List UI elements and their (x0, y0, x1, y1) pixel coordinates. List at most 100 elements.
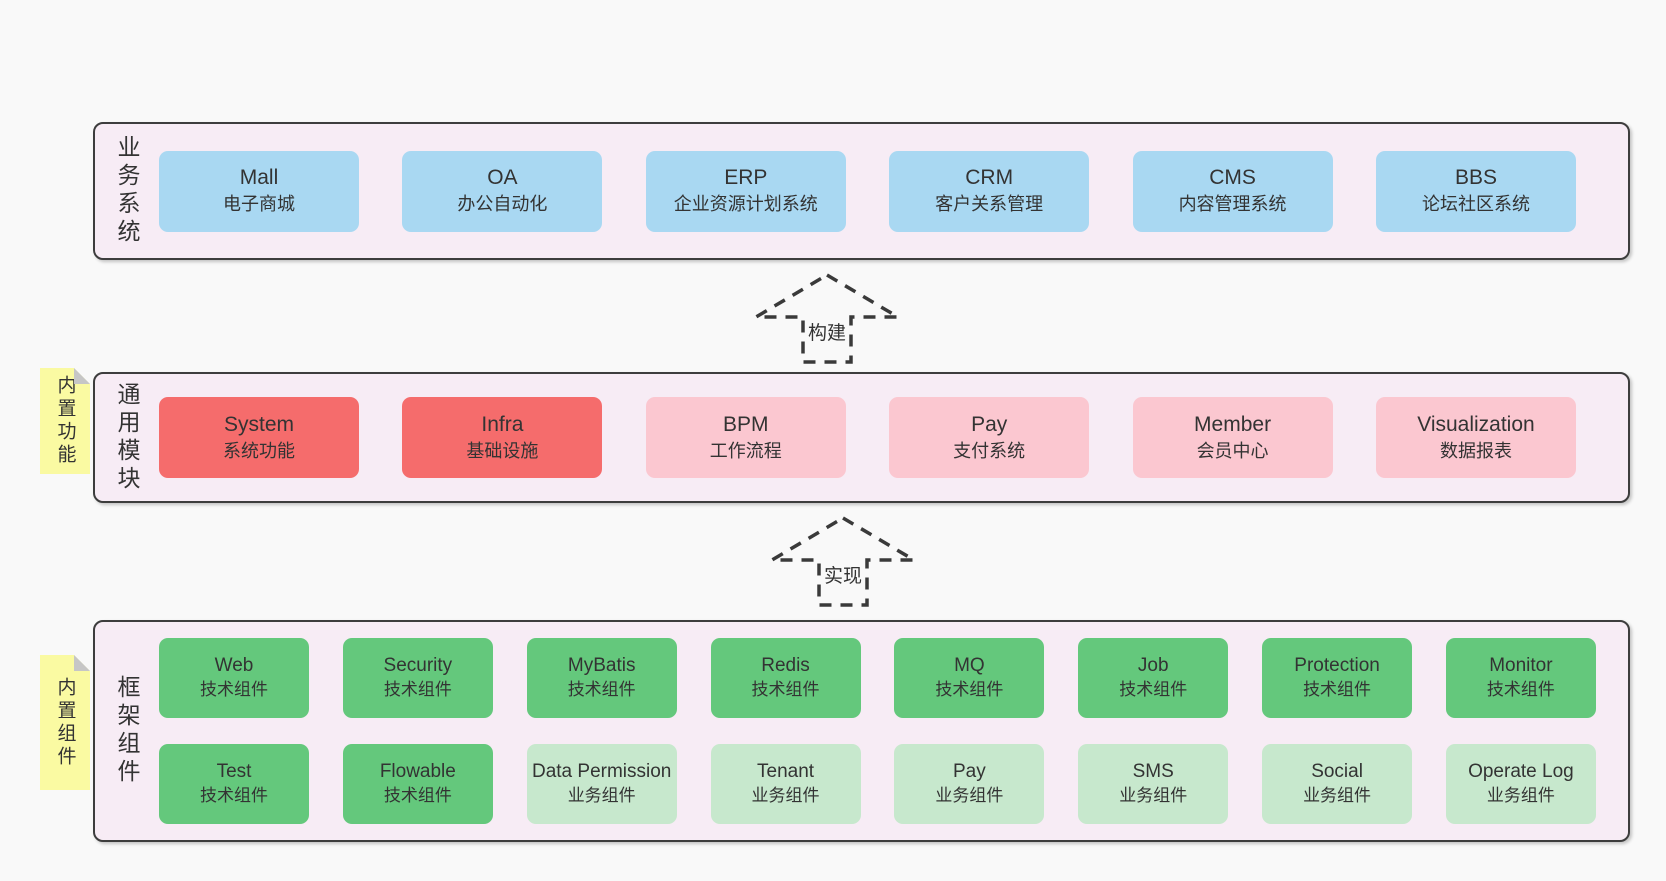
box-en-label: Visualization (1417, 412, 1535, 436)
box-member: Member 会员中心 (1132, 397, 1333, 478)
box-zh-label: 技术组件 (935, 680, 1004, 699)
implement-arrow: 实现 (765, 515, 921, 614)
box-system: System 系统功能 (159, 397, 359, 478)
box-en-label: Test (216, 761, 252, 782)
box-zh-label: 技术组件 (383, 786, 452, 805)
box-en-label: CRM (965, 166, 1014, 189)
box-zh-label: 企业资源计划系统 (673, 194, 818, 214)
box-en-label: BBS (1454, 166, 1497, 189)
box-en-label: Operate Log (1468, 761, 1574, 782)
box-en-label: Social (1311, 761, 1363, 782)
box-zh-label: 技术组件 (1486, 680, 1555, 699)
box-redis: Redis 技术组件 (710, 638, 861, 718)
box-web: Web 技术组件 (159, 638, 309, 718)
box-data-permission: Data Permission 业务组件 (526, 744, 677, 824)
box-erp: ERP 企业资源计划系统 (645, 150, 846, 232)
business-systems-panel: 业务系统 Mall 电子商城 OA 办公自动化 ERP 企业资源计划系统 CRM… (93, 122, 1630, 260)
panel-title: 通用模块 (114, 381, 140, 494)
box-operate-log: Operate Log 业务组件 (1445, 744, 1596, 824)
box-zh-label: 基础设施 (466, 440, 539, 461)
box-crm: CRM 客户关系管理 (889, 150, 1090, 232)
box-zh-label: 技术组件 (200, 786, 268, 805)
box-zh-label: 工作流程 (709, 440, 782, 461)
common-modules-row: System 系统功能 Infra 基础设施 BPM 工作流程 Pay 支付系统… (159, 374, 1628, 501)
note-label: 内置组件 (54, 676, 76, 769)
box-en-label: Web (214, 655, 254, 676)
box-zh-label: 技术组件 (383, 680, 452, 699)
box-test: Test 技术组件 (159, 744, 309, 824)
box-en-label: Data Permission (531, 761, 672, 782)
box-zh-label: 业务组件 (1303, 786, 1372, 805)
common-modules-panel: 通用模块 System 系统功能 Infra 基础设施 BPM 工作流程 Pay… (93, 372, 1630, 503)
up-arrow-icon: 实现 (765, 515, 921, 607)
box-zh-label: 业务组件 (567, 786, 636, 805)
folded-corner-icon (74, 368, 90, 384)
builtin-functions-note: 内置功能 (40, 368, 90, 474)
box-mall: Mall 电子商城 (159, 150, 359, 232)
box-mq: MQ 技术组件 (894, 638, 1045, 718)
box-cms: CMS 内容管理系统 (1132, 150, 1333, 232)
box-en-label: Member (1194, 412, 1272, 436)
box-zh-label: 论坛社区系统 (1421, 194, 1530, 214)
box-visualization: Visualization 数据报表 (1375, 397, 1576, 478)
box-en-label: Job (1137, 655, 1169, 676)
box-en-label: MQ (954, 655, 985, 676)
box-zh-label: 电子商城 (223, 194, 295, 214)
box-en-label: Pay (953, 761, 986, 782)
box-en-label: System (223, 412, 294, 436)
box-sms: SMS 业务组件 (1078, 744, 1229, 824)
box-zh-label: 系统功能 (223, 440, 295, 461)
box-social: Social 业务组件 (1262, 744, 1413, 824)
box-en-label: MyBatis (567, 655, 636, 676)
box-en-label: CMS (1209, 166, 1256, 189)
box-flowable: Flowable 技术组件 (342, 744, 493, 824)
box-infra: Infra 基础设施 (402, 397, 603, 478)
box-en-label: BPM (723, 412, 769, 436)
box-oa: OA 办公自动化 (402, 150, 603, 232)
note-label: 内置功能 (54, 375, 76, 467)
builtin-components-note: 内置组件 (40, 655, 90, 790)
box-en-label: ERP (724, 166, 768, 189)
box-en-label: OA (487, 166, 518, 189)
box-zh-label: 办公自动化 (457, 194, 548, 214)
box-en-label: Flowable (379, 761, 456, 782)
box-zh-label: 技术组件 (1119, 680, 1188, 699)
box-mybatis: MyBatis 技术组件 (526, 638, 677, 718)
box-en-label: Protection (1294, 655, 1380, 676)
framework-components-grid: Web 技术组件 Security 技术组件 MyBatis 技术组件 Redi… (159, 622, 1628, 840)
panel-title: 业务系统 (114, 135, 140, 247)
box-en-label: Redis (761, 655, 810, 676)
box-zh-label: 技术组件 (200, 680, 268, 699)
box-tenant: Tenant 业务组件 (710, 744, 861, 824)
box-zh-label: 业务组件 (1119, 786, 1188, 805)
framework-components-panel: 框架组件 Web 技术组件 Security 技术组件 MyBatis 技术组件… (93, 620, 1630, 842)
box-pay: Pay 支付系统 (889, 397, 1090, 478)
build-arrow: 构建 (749, 272, 905, 371)
box-protection: Protection 技术组件 (1262, 638, 1413, 718)
box-bbs: BBS 论坛社区系统 (1375, 150, 1576, 232)
folded-corner-icon (74, 655, 90, 671)
box-monitor: Monitor 技术组件 (1445, 638, 1596, 718)
panel-title: 框架组件 (114, 675, 140, 787)
box-en-label: Mall (239, 166, 279, 189)
box-en-label: SMS (1132, 761, 1174, 782)
box-zh-label: 会员中心 (1196, 440, 1269, 461)
box-en-label: Security (383, 655, 453, 676)
box-en-label: Infra (481, 412, 524, 436)
box-zh-label: 技术组件 (1303, 680, 1372, 699)
up-arrow-icon: 构建 (749, 272, 905, 364)
box-en-label: Pay (971, 412, 1008, 436)
box-zh-label: 业务组件 (1486, 786, 1555, 805)
box-zh-label: 技术组件 (751, 680, 820, 699)
box-security: Security 技术组件 (342, 638, 493, 718)
box-pay-biz: Pay 业务组件 (894, 744, 1045, 824)
business-systems-row: Mall 电子商城 OA 办公自动化 ERP 企业资源计划系统 CRM 客户关系… (159, 124, 1628, 258)
box-zh-label: 内容管理系统 (1178, 194, 1287, 214)
box-zh-label: 支付系统 (953, 440, 1026, 461)
arrow-label: 构建 (808, 322, 846, 344)
box-zh-label: 业务组件 (935, 786, 1004, 805)
box-zh-label: 技术组件 (567, 680, 636, 699)
arrow-label: 实现 (824, 565, 862, 587)
box-zh-label: 业务组件 (751, 786, 820, 805)
